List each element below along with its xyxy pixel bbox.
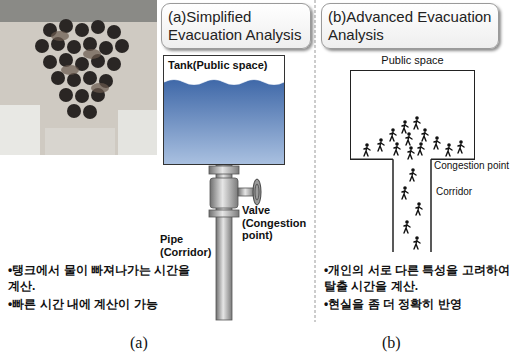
box-text: (a)Simplified Evacuation Analysis (168, 8, 304, 44)
pipe-label: Pipe (Corridor) (160, 233, 215, 258)
crowd-photo (0, 0, 157, 155)
note-text: •현실을 좀 더 정확히 반영 (324, 296, 516, 312)
title-box: (a)Simplified Evacuation Analysis (161, 3, 311, 49)
note-text: •탱크에서 물이 빠져나가는 시간을 계산. (8, 262, 193, 294)
people (364, 116, 464, 249)
valve-label: Valve (Congestion point) (242, 204, 312, 242)
tank-box: Tank(Public space) (163, 55, 285, 165)
note-text: •개인의 서로 다른 특성을 고려하여 탈출 시간을 계산. (324, 262, 516, 294)
callout-label: Congestion point (434, 160, 518, 172)
caption-text: (a) (130, 334, 170, 352)
box-text: (b)Advanced Evacuation Analysis (328, 8, 492, 44)
corridor-outline (350, 159, 475, 252)
divider (315, 0, 316, 322)
callout-label: Corridor (436, 186, 496, 198)
water (164, 80, 284, 165)
note-text: •빠른 시간 내에 계산이 가능 (8, 296, 208, 312)
caption-text: (b) (382, 334, 422, 352)
box-text: Tank(Public space) (168, 59, 280, 71)
box-text: Public space (351, 54, 474, 66)
title-box: (b)Advanced Evacuation Analysis (321, 3, 499, 49)
pipe-valve (209, 165, 261, 320)
public-space-box: Public space (350, 70, 475, 160)
